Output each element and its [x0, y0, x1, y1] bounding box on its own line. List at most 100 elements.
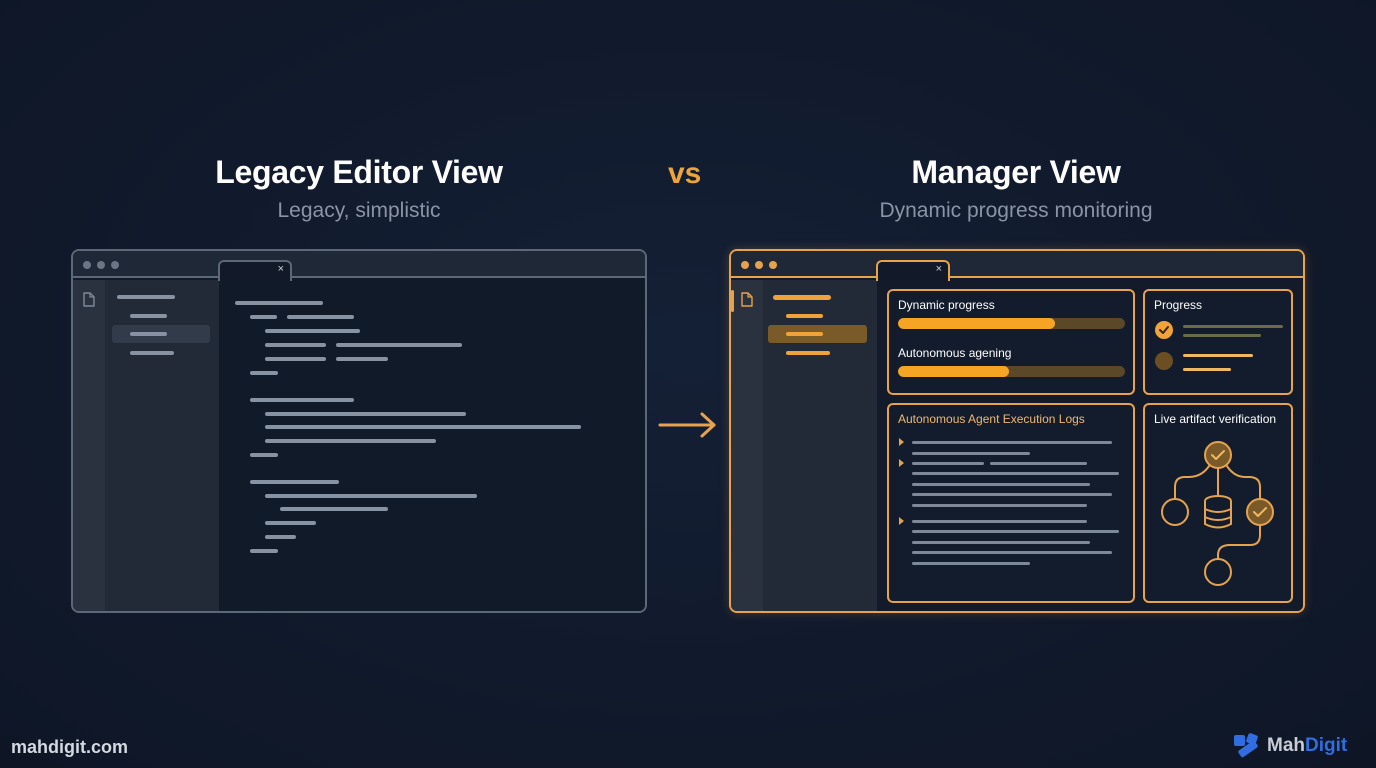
log-line	[912, 562, 1030, 565]
progress-title: Progress	[1154, 298, 1203, 312]
database-icon	[1204, 495, 1232, 529]
empty-node	[1161, 498, 1189, 526]
window-dot-icon[interactable]	[741, 261, 749, 269]
manager-heading: Manager View Dynamic progress monitoring	[816, 154, 1216, 223]
code-editor[interactable]	[219, 280, 645, 611]
code-line	[250, 398, 354, 402]
tree-item[interactable]	[130, 351, 174, 355]
window-dot-icon[interactable]	[97, 261, 105, 269]
code-line	[250, 480, 339, 484]
verification-title: Live artifact verification	[1154, 412, 1277, 426]
manager-subtitle: Dynamic progress monitoring	[879, 199, 1153, 222]
window-dot-icon[interactable]	[83, 261, 91, 269]
file-tree-sidebar	[763, 280, 877, 611]
arrow-right-icon	[658, 412, 716, 438]
progress-bar	[898, 366, 1125, 377]
circle-icon	[1155, 352, 1173, 370]
code-line	[250, 453, 278, 457]
log-line	[912, 530, 1119, 533]
code-line	[265, 343, 326, 347]
check-icon	[1155, 321, 1173, 339]
log-line	[912, 462, 984, 465]
activity-rail	[731, 280, 763, 611]
tree-item[interactable]	[130, 332, 167, 336]
brand-logo-icon	[1234, 733, 1258, 758]
title-bar	[73, 251, 645, 278]
progress-bars-card: Dynamic progress Autonomous agening	[887, 289, 1135, 395]
tree-item[interactable]	[130, 314, 167, 318]
progress-fill	[898, 366, 1010, 377]
editor-tab[interactable]: ×	[218, 260, 292, 281]
step-line	[1183, 354, 1253, 357]
code-line	[265, 425, 581, 429]
progress-label: Dynamic progress	[898, 298, 995, 312]
code-line	[265, 521, 316, 525]
code-line	[280, 507, 388, 511]
code-line	[250, 371, 278, 375]
progress-fill	[898, 318, 1055, 329]
log-line	[990, 462, 1087, 465]
log-line	[912, 452, 1030, 455]
window-controls	[83, 261, 119, 269]
active-indicator	[731, 290, 734, 312]
artifact-verification-card: Live artifact verification	[1143, 403, 1293, 603]
window-dot-icon[interactable]	[111, 261, 119, 269]
execution-logs-card: Autonomous Agent Execution Logs	[887, 403, 1135, 603]
legacy-heading: Legacy Editor View Legacy, simplistic	[159, 154, 559, 223]
close-icon[interactable]: ×	[935, 263, 942, 275]
check-node	[1246, 498, 1274, 526]
vs-label: vs	[668, 157, 702, 190]
editor-tab[interactable]: ×	[876, 260, 950, 281]
progress-bar	[898, 318, 1125, 329]
step-line	[1183, 325, 1283, 328]
code-line	[336, 343, 462, 347]
play-triangle-icon[interactable]	[899, 459, 904, 467]
brand-name-part1: Mah	[1267, 735, 1305, 756]
code-line	[265, 535, 296, 539]
window-dot-icon[interactable]	[755, 261, 763, 269]
logs-title: Autonomous Agent Execution Logs	[898, 412, 1085, 426]
log-line	[912, 441, 1112, 444]
brand-name-part2: Digit	[1305, 735, 1348, 756]
play-triangle-icon[interactable]	[899, 438, 904, 446]
progress-label: Autonomous agening	[898, 346, 1012, 360]
empty-node	[1204, 558, 1232, 586]
log-line	[912, 472, 1119, 475]
log-line	[912, 541, 1090, 544]
tree-item[interactable]	[786, 351, 830, 355]
code-line	[250, 549, 278, 553]
code-line	[250, 315, 277, 319]
legacy-editor-window: ×	[71, 249, 647, 613]
play-triangle-icon[interactable]	[899, 517, 904, 525]
code-line	[287, 315, 354, 319]
log-line	[912, 520, 1087, 523]
file-icon[interactable]	[83, 292, 95, 307]
file-tree-sidebar	[105, 280, 219, 611]
log-line	[912, 483, 1090, 486]
website-url[interactable]: mahdigit.com	[11, 737, 129, 757]
window-dot-icon[interactable]	[769, 261, 777, 269]
step-line	[1183, 368, 1231, 371]
log-line	[912, 551, 1112, 554]
code-line	[235, 301, 323, 305]
code-line	[265, 439, 436, 443]
verification-graph	[1161, 441, 1274, 586]
manager-title: Manager View	[911, 154, 1121, 190]
progress-steps-card: Progress	[1143, 289, 1293, 395]
code-line	[265, 494, 477, 498]
tree-item[interactable]	[773, 295, 831, 300]
log-line	[912, 493, 1112, 496]
tree-item[interactable]	[117, 295, 175, 299]
close-icon[interactable]: ×	[277, 263, 284, 275]
tree-item[interactable]	[786, 314, 823, 318]
check-node	[1204, 441, 1232, 469]
window-controls	[741, 261, 777, 269]
tree-item[interactable]	[786, 332, 823, 336]
step-line	[1183, 334, 1261, 337]
code-line	[336, 357, 388, 361]
manager-view-window: × Dynamic progress Autonomous agening Pr…	[729, 249, 1305, 613]
code-line	[265, 412, 466, 416]
file-icon[interactable]	[741, 292, 753, 307]
code-line	[265, 357, 326, 361]
